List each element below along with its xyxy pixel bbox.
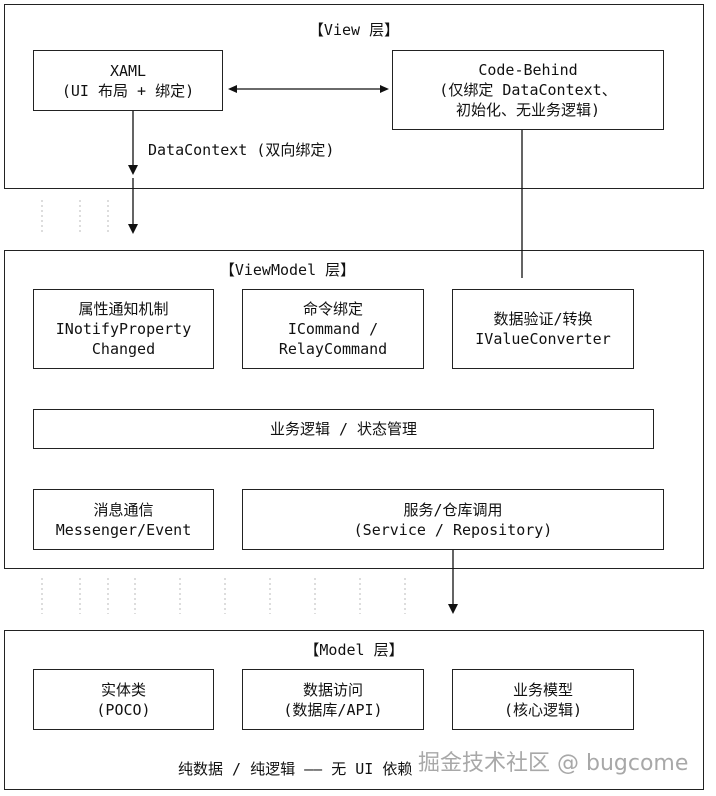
service-call-title: 服务/仓库调用 — [403, 500, 503, 519]
business-logic-label: 业务逻辑 / 状态管理 — [269, 420, 418, 438]
model-footer-text: 纯数据 / 纯逻辑 —— 无 UI 依赖 — [178, 760, 413, 778]
code-behind-line3: 初始化、无业务逻辑) — [455, 101, 601, 119]
command-binding-title: 命令绑定 — [302, 300, 363, 318]
datacontext-label: DataContext (双向绑定) — [148, 141, 335, 159]
business-logic-box: 业务逻辑 / 状态管理 — [33, 409, 654, 449]
xaml-box: XAML (UI 布局 + 绑定) — [33, 50, 223, 111]
service-model-arrow — [448, 550, 458, 614]
entity-box: 实体类 (POCO) — [33, 669, 214, 730]
property-notify-title: 属性通知机制 — [78, 300, 169, 318]
business-model-title: 业务模型 — [512, 680, 573, 699]
messaging-box: 消息通信 Messenger/Event — [33, 489, 214, 550]
xaml-codebehind-arrow — [228, 85, 389, 93]
service-call-box: 服务/仓库调用 (Service / Repository) — [242, 489, 664, 550]
messaging-title: 消息通信 — [93, 500, 154, 519]
validation-box: 数据验证/转换 IValueConverter — [452, 289, 634, 369]
code-behind-line2: (仅绑定 DataContext、 — [439, 81, 617, 99]
business-model-line2: (核心逻辑) — [503, 700, 583, 719]
validation-line2: IValueConverter — [475, 330, 611, 348]
xaml-subtitle: (UI 布局 + 绑定) — [61, 81, 195, 100]
service-call-line2: (Service / Repository) — [353, 520, 553, 539]
command-binding-line3: RelayCommand — [278, 340, 388, 358]
viewmodel-layer-title: 【ViewModel 层】 — [219, 261, 356, 279]
messaging-line2: Messenger/Event — [55, 520, 192, 539]
entity-title: 实体类 — [100, 680, 146, 699]
property-notify-line3: Changed — [91, 340, 156, 358]
entity-line2: (POCO) — [96, 700, 151, 719]
data-access-box: 数据访问 (数据库/API) — [242, 669, 424, 730]
property-notify-box: 属性通知机制 INotifyProperty Changed — [33, 289, 214, 369]
watermark: 掘金技术社区 @ bugcome — [418, 751, 689, 776]
layer-separator-dots — [41, 200, 406, 614]
view-layer-title: 【View 层】 — [308, 21, 400, 39]
validation-title: 数据验证/转换 — [493, 310, 593, 328]
business-model-box: 业务模型 (核心逻辑) — [452, 669, 634, 730]
code-behind-title: Code-Behind — [478, 61, 578, 79]
code-behind-box: Code-Behind (仅绑定 DataContext、 初始化、无业务逻辑) — [392, 50, 664, 130]
command-binding-box: 命令绑定 ICommand / RelayCommand — [242, 289, 424, 369]
model-layer-title: 【Model 层】 — [304, 641, 404, 659]
data-access-line2: (数据库/API) — [283, 700, 383, 719]
data-access-title: 数据访问 — [302, 680, 363, 699]
property-notify-line2: INotifyProperty — [55, 320, 192, 338]
datacontext-arrow — [128, 111, 138, 234]
command-binding-line2: ICommand / — [287, 320, 379, 338]
xaml-title: XAML — [109, 61, 147, 80]
